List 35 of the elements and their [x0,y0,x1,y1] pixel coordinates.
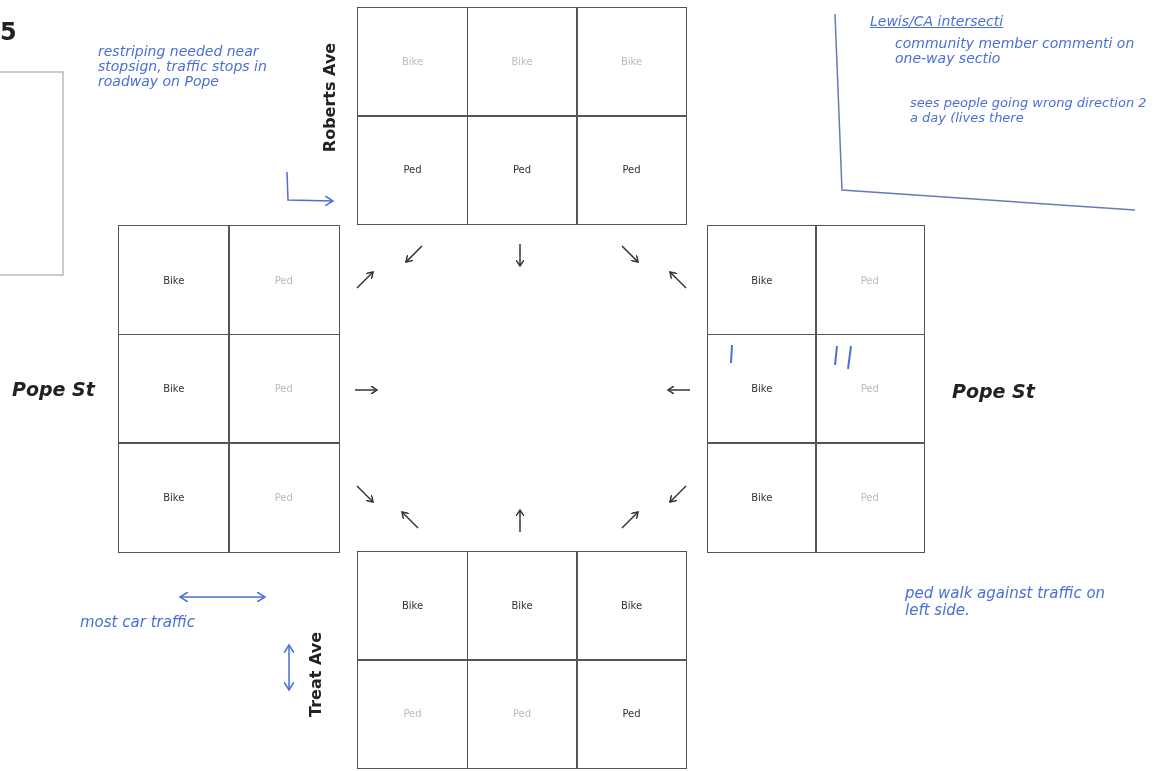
count-cell: Bike [466,7,578,117]
street-name: Roberts Ave [320,42,340,153]
count-cell: Bike [118,442,230,553]
count-cell: Ped [228,442,340,553]
count-cell: Ped [228,225,340,336]
count-cell: Ped [357,115,468,225]
count-cell: Ped [815,225,925,336]
count-cell: Bike [118,333,230,444]
count-cell: Ped [466,115,578,225]
count-cell: Bike [357,551,468,661]
street-name: Pope St [952,380,1035,402]
count-cell: Bike [576,551,687,661]
count-cell: Bike [576,7,687,117]
count-cell: Bike [707,442,817,553]
count-cell: Bike [707,333,817,444]
count-cell: Ped [466,659,578,769]
count-cell: Ped [576,659,687,769]
count-cell: Ped [815,333,925,444]
handwritten-note: most car traffic [80,615,196,630]
count-cell: Ped [815,442,925,553]
handwritten-note: sees people going wrong direction 2 a day (lives there [910,95,1148,125]
handwritten-note: ped walk against traffic on left side. [905,585,1107,619]
count-cell: Bike [357,7,468,117]
section-number: 5 [0,18,17,46]
handwritten-note: community member commenti on one-way sectio [895,36,1136,66]
count-cell: Bike [118,225,230,336]
street-name: Pope St [12,378,95,400]
handwritten-note: Lewis/CA intersecti [870,14,1004,29]
count-cell: Ped [228,333,340,444]
street-name: Treat Ave [306,632,325,717]
count-cell: Ped [357,659,468,769]
count-cell: Bike [707,225,817,336]
count-cell: Ped [576,115,687,225]
count-cell: Bike [466,551,578,661]
handwritten-note: restriping needed near stopsign, traffic stops in roadway on Pope [98,44,268,89]
